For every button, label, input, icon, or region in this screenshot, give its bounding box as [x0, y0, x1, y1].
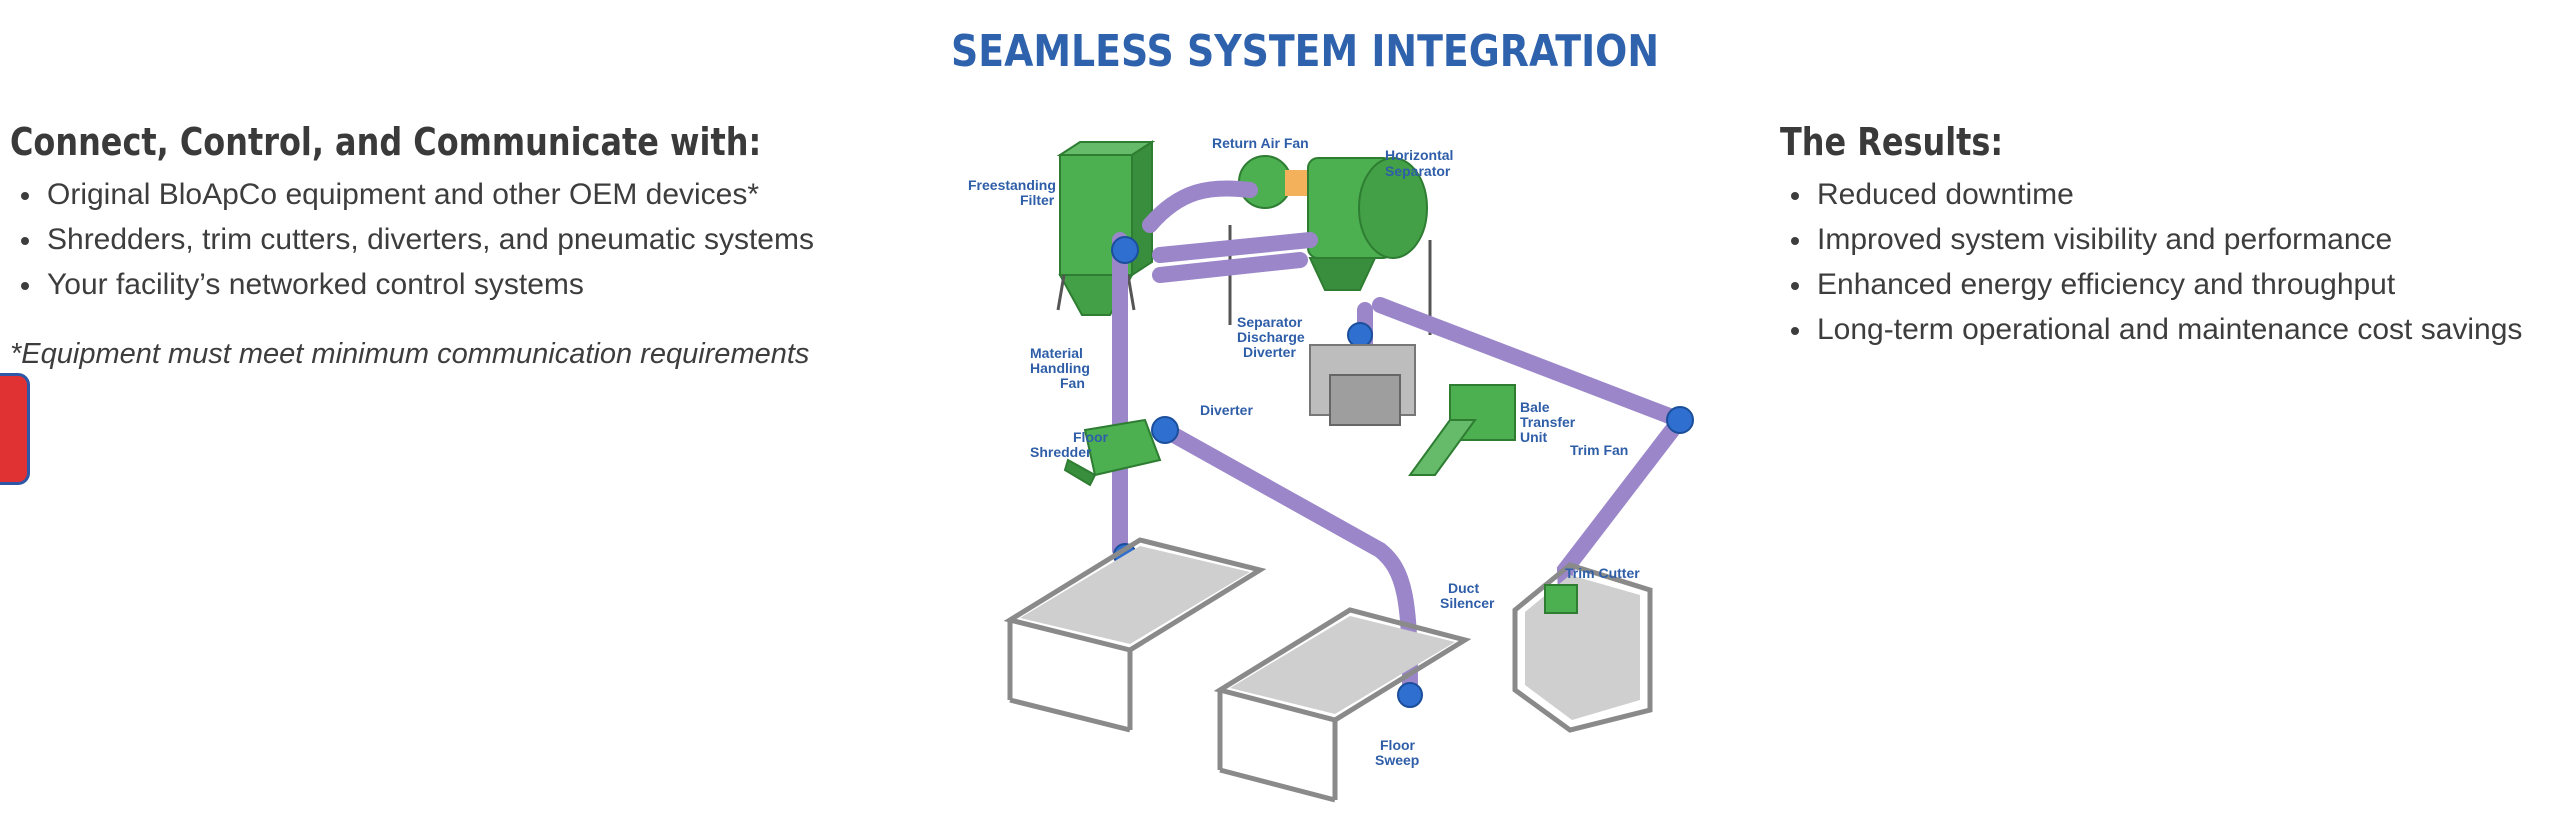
label-bale-transfer-unit: Bale [1520, 399, 1550, 415]
label-trim-fan: Trim Fan [1570, 442, 1628, 458]
label-floor-sweep: Sweep [1375, 752, 1419, 768]
label-separator-discharge: Diverter [1243, 344, 1296, 360]
label-trim-cutter: Trim Cutter [1565, 565, 1640, 581]
label-material-handling-fan: Handling [1030, 360, 1090, 376]
connect-heading: Connect, Control, and Communicate with: [10, 120, 762, 164]
list-item: Long-term operational and maintenance co… [1791, 307, 2560, 352]
label-duct-silencer: Duct [1448, 580, 1479, 596]
trim-cutter [1544, 584, 1578, 614]
label-freestanding-filter: Freestanding [968, 177, 1056, 193]
label-duct-silencer: Silencer [1440, 595, 1495, 611]
bale-transfer-unit [1408, 384, 1516, 476]
label-floor-shredder: Floor [1073, 429, 1109, 445]
connect-list: Original BloApCo equipment and other OEM… [10, 172, 890, 307]
list-item: Your facility’s networked control system… [21, 262, 890, 307]
conveyor-beds [1020, 546, 1640, 720]
equipment-footnote: *Equipment must meet minimum communicati… [10, 338, 810, 370]
label-diverter: Diverter [1200, 402, 1253, 418]
label-separator-discharge: Separator [1237, 314, 1303, 330]
side-tab-button[interactable] [0, 373, 30, 485]
list-item: Reduced downtime [1791, 172, 2560, 217]
label-freestanding-filter: Filter [1020, 192, 1055, 208]
label-bale-transfer-unit: Unit [1520, 429, 1548, 445]
list-item: Shredders, trim cutters, diverters, and … [21, 217, 890, 262]
label-separator-discharge: Discharge [1237, 329, 1305, 345]
label-bale-transfer-unit: Transfer [1520, 414, 1576, 430]
connect-section: Connect, Control, and Communicate with: … [10, 118, 890, 307]
list-item: Enhanced energy efficiency and throughpu… [1791, 262, 2560, 307]
label-horizontal-separator: Horizontal [1385, 147, 1453, 163]
list-item: Improved system visibility and performan… [1791, 217, 2560, 262]
conveyor-frames [1003, 537, 1653, 803]
label-floor-shredder: Shredder [1030, 444, 1092, 460]
label-material-handling-fan: Fan [1060, 375, 1085, 391]
results-heading: The Results: [1780, 120, 2004, 164]
results-list: Reduced downtime Improved system visibil… [1780, 172, 2560, 352]
fan-units [1111, 236, 1694, 708]
label-return-air-fan: Return Air Fan [1212, 135, 1309, 151]
separator-discharge-diverter [1309, 344, 1416, 426]
label-material-handling-fan: Material [1030, 345, 1083, 361]
list-item: Original BloApCo equipment and other OEM… [21, 172, 890, 217]
page-title: SEAMLESS SYSTEM INTEGRATION [950, 26, 1660, 77]
results-section: The Results: Reduced downtime Improved s… [1780, 118, 2560, 352]
freestanding-filter [1056, 140, 1156, 316]
diagram-labels: Return Air Fan Horizontal Separator Free… [968, 135, 1640, 768]
label-horizontal-separator: Separator [1385, 163, 1451, 179]
floor-shredder [1063, 418, 1162, 487]
label-floor-sweep: Floor [1380, 737, 1416, 753]
diagram-svg: Return Air Fan Horizontal Separator Free… [968, 135, 1694, 803]
system-integration-diagram: Return Air Fan Horizontal Separator Free… [960, 130, 1705, 810]
